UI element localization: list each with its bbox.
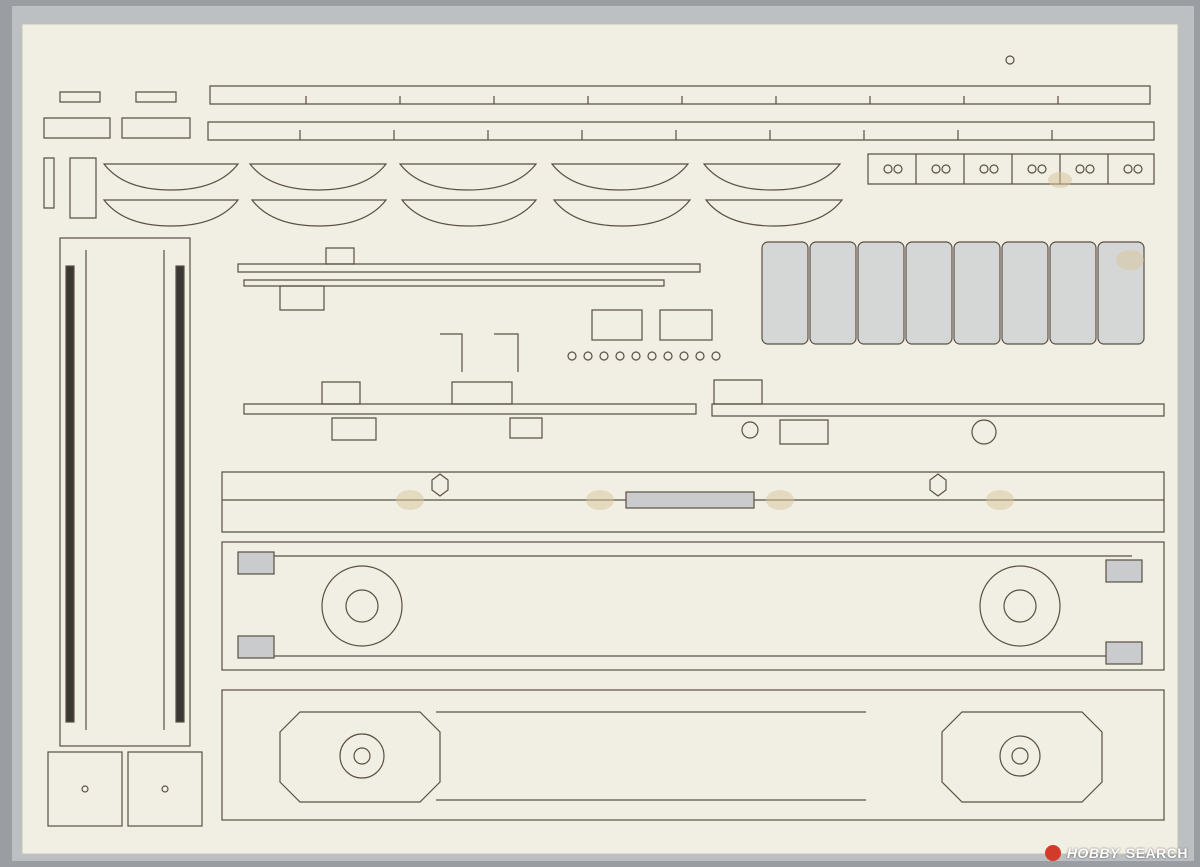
watermark-word: SEARCH [1125, 845, 1188, 861]
floor-plate-3 [221, 689, 1165, 821]
burn-marks [396, 172, 1144, 510]
underfloor-rail-1 [237, 247, 701, 311]
small-box-parts [440, 309, 713, 372]
watermark-brand: HOBBY [1066, 845, 1120, 861]
wood-sheet [21, 23, 1179, 855]
long-strip-top [209, 85, 1151, 105]
underfloor-rail-3 [711, 379, 1165, 445]
small-cross-parts [43, 91, 191, 219]
tall-side-frame [59, 237, 191, 747]
hobby-search-logo-icon [1044, 845, 1061, 861]
curved-parts-row-2 [102, 199, 844, 227]
floor-plate-2 [221, 541, 1165, 671]
coupler-strip [867, 153, 1155, 185]
long-strip-second [207, 121, 1155, 141]
peg-parts [567, 55, 1015, 361]
curved-parts-row-1 [102, 163, 842, 191]
watermark: HOBBY SEARCH [1044, 845, 1188, 861]
seat-parts [761, 241, 1145, 345]
underfloor-rail-2 [243, 381, 697, 441]
square-plates [47, 751, 203, 827]
